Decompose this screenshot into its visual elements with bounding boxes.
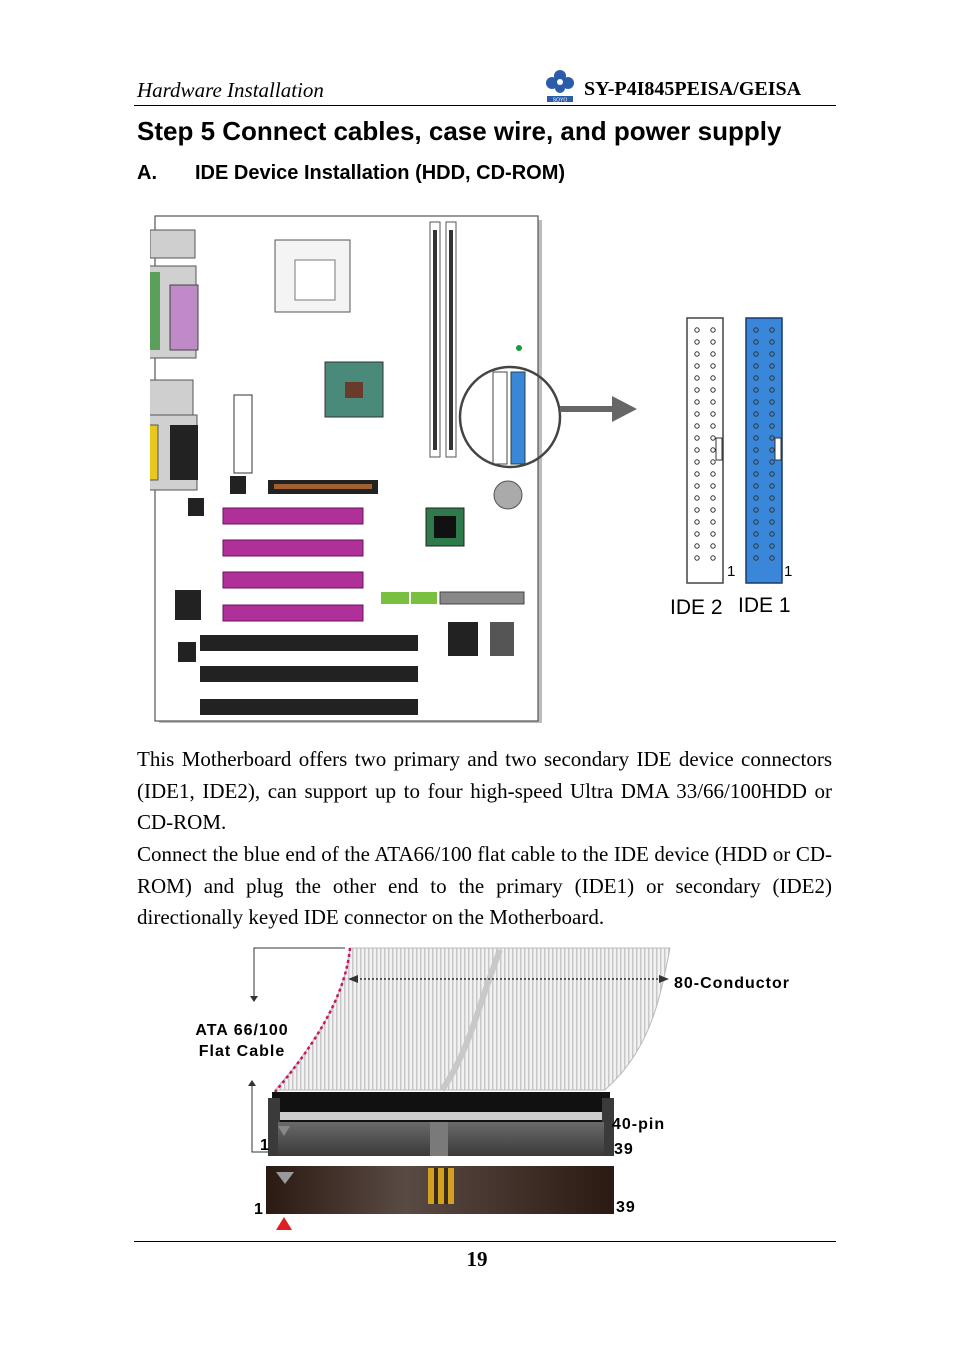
cable-label-line1: ATA 66/100 (195, 1022, 288, 1039)
ide2-label: IDE 2 (670, 596, 723, 619)
conductor-label: 80-Conductor (674, 975, 790, 992)
svg-text:SOYO: SOYO (553, 98, 568, 104)
plug-pin39-label: 39 (614, 1141, 634, 1158)
ide1-label: IDE 1 (738, 594, 791, 617)
paragraph-ide-overview: This Motherboard offers two primary and … (137, 747, 832, 834)
ide1-pin1-label: 1 (784, 563, 792, 580)
ide2-pins (694, 327, 716, 561)
soyo-logo: SOYO (546, 70, 574, 104)
step-title: Step 5 Connect cables, case wire, and po… (137, 116, 782, 146)
subsection-title: IDE Device Installation (HDD, CD-ROM) (195, 162, 566, 184)
footer-divider (134, 1241, 836, 1242)
paragraph-cable-instructions: Connect the blue end of the ATA66/100 fl… (137, 842, 832, 929)
ata-flat-cable-diagram: 80-Conductor ATA 66/100 Flat Cable 40-pi… (195, 947, 790, 1230)
header-model-name: SY-P4I845PEISA/GEISA (584, 78, 802, 100)
subsection-letter: A. (137, 162, 157, 184)
header-pin1-label: 1 (254, 1201, 264, 1218)
pin-count-label: 40-pin (612, 1116, 665, 1133)
plug-pin1-label: 1 (260, 1137, 270, 1154)
ide-connectors-detail: 1 1 IDE 2 IDE 1 (670, 317, 792, 619)
ide1-pins (753, 327, 775, 561)
header-pin39-label: 39 (616, 1199, 636, 1216)
page-number: 19 (466, 1247, 488, 1271)
header-section-title: Hardware Installation (137, 78, 324, 102)
ide2-pin1-label: 1 (727, 563, 735, 580)
motherboard-diagram (150, 215, 637, 723)
pin1-marker-icon (276, 1217, 292, 1230)
header-divider (134, 105, 836, 106)
cable-label-line2: Flat Cable (199, 1043, 285, 1060)
